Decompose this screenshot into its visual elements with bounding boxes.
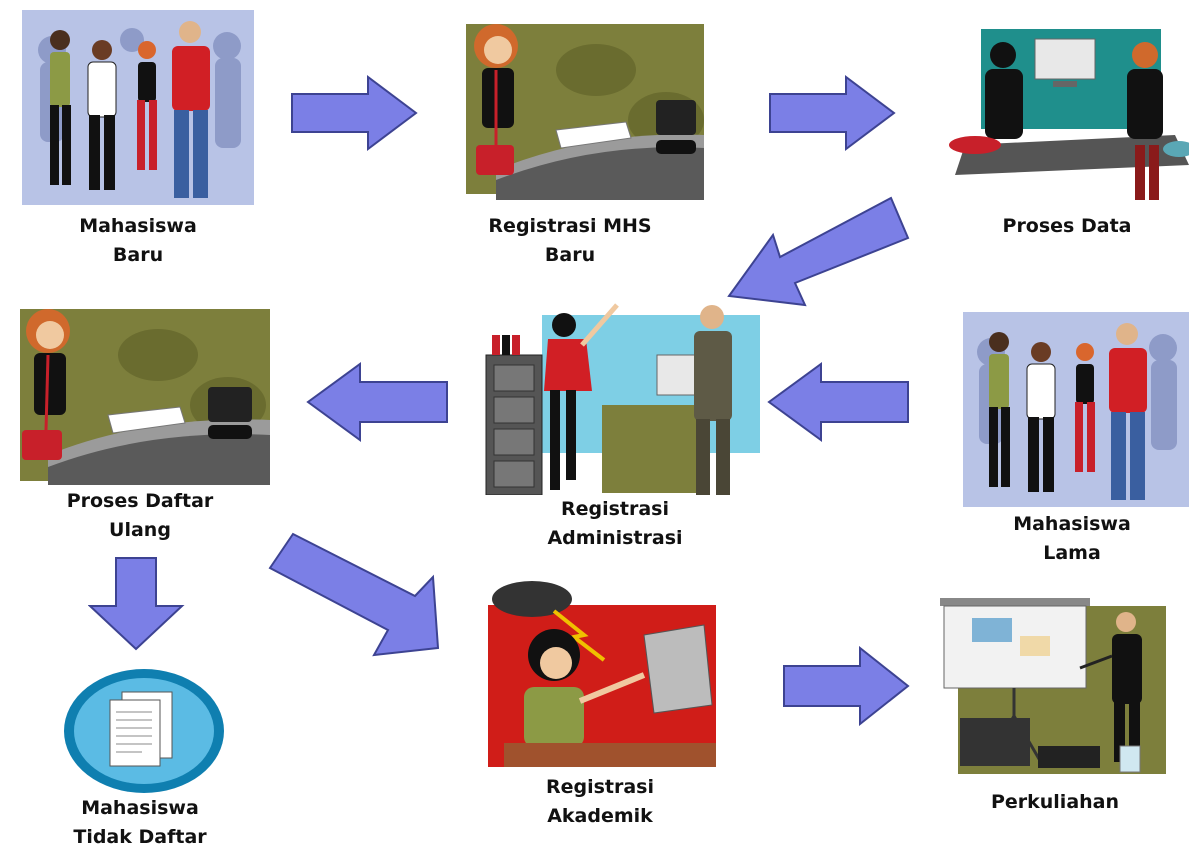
node-label-line2: Tidak Daftar <box>73 826 207 848</box>
node-label-line2: Ulang <box>109 519 171 541</box>
node-registrasi-mhs-baru: Registrasi MHS Baru <box>440 0 704 270</box>
node-mahasiswa-tidak-daftar: Mahasiswa Tidak Daftar <box>40 660 240 849</box>
node-label-line1: Mahasiswa <box>79 215 197 237</box>
node-label-line2: Lama <box>1043 542 1101 564</box>
node-proses-data: Proses Data <box>945 0 1189 270</box>
node-label-line1: Registrasi MHS <box>488 215 652 237</box>
node-label-line1: Mahasiswa <box>1013 513 1131 535</box>
node-proses-daftar-ulang: Proses Daftar Ulang <box>0 295 280 545</box>
node-label-line1: Mahasiswa <box>81 797 199 819</box>
documents-icon <box>60 666 228 796</box>
node-label-line2: Akademik <box>547 805 653 827</box>
node-label-line1: Proses Data <box>1002 215 1132 237</box>
node-label: Registrasi Administrasi <box>470 495 760 553</box>
woman-writing-at-desk-icon <box>8 295 270 485</box>
students-group-icon <box>22 10 254 205</box>
node-label-line1: Proses Daftar <box>66 490 214 512</box>
node-label: Registrasi Akademik <box>480 773 720 831</box>
arrow-baru-to-registrasi <box>291 75 418 151</box>
node-label-line1: Perkuliahan <box>990 791 1120 813</box>
node-registrasi-akademik: Registrasi Akademik <box>480 575 720 837</box>
office-administration-icon <box>482 295 760 495</box>
meeting-at-computer-icon <box>945 25 1189 205</box>
arrow-registrasi-to-proses-data <box>769 75 896 151</box>
node-label: Mahasiswa Baru <box>18 212 258 270</box>
woman-writing-at-desk-icon <box>456 10 704 200</box>
stressed-woman-computer-icon <box>484 575 716 767</box>
node-label: Proses Data <box>945 212 1189 241</box>
node-label: Registrasi MHS Baru <box>440 212 700 270</box>
node-label: Mahasiswa Tidak Daftar <box>40 794 240 852</box>
node-label: Proses Daftar Ulang <box>0 487 280 545</box>
arrow-administrasi-to-daftar-ulang <box>306 362 448 442</box>
node-label: Mahasiswa Lama <box>955 510 1189 568</box>
node-mahasiswa-lama: Mahasiswa Lama <box>955 300 1189 570</box>
node-label: Perkuliahan <box>930 788 1180 817</box>
arrow-daftar-ulang-to-tidak-daftar <box>88 557 185 651</box>
node-label-line2: Baru <box>112 244 164 266</box>
arrow-lama-to-administrasi <box>767 362 909 442</box>
node-label-line1: Registrasi <box>560 498 670 520</box>
students-group-icon <box>963 312 1189 507</box>
node-label-line2: Baru <box>544 244 596 266</box>
node-label-line1: Registrasi <box>545 776 655 798</box>
node-mahasiswa-baru: Mahasiswa Baru <box>18 0 258 270</box>
lecturer-presentation-icon <box>930 596 1180 781</box>
arrow-akademik-to-perkuliahan <box>783 646 910 726</box>
node-label-line2: Administrasi <box>547 527 683 549</box>
node-perkuliahan: Perkuliahan <box>930 590 1180 830</box>
node-registrasi-administrasi: Registrasi Administrasi <box>470 295 760 560</box>
